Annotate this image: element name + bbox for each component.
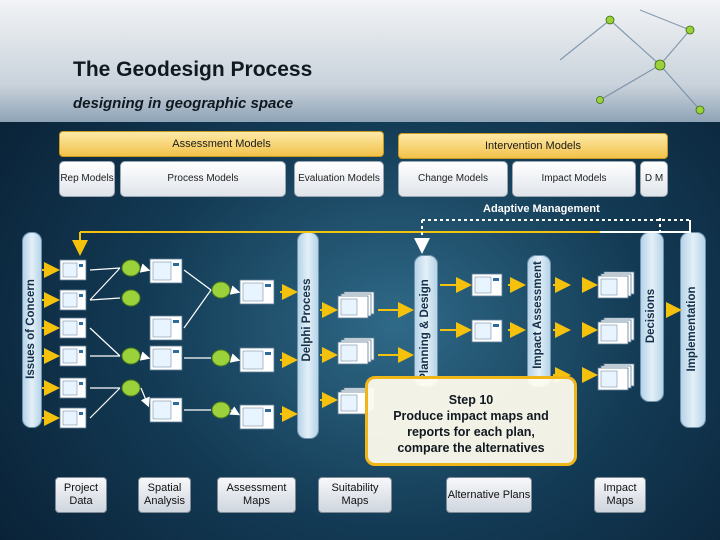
network-graphic bbox=[559, 9, 705, 115]
alternative-plan-maps bbox=[471, 273, 503, 343]
callout-line-2: reports for each plan, bbox=[407, 425, 535, 439]
callout-step: Step 10 bbox=[448, 393, 494, 407]
callout-line-3: compare the alternatives bbox=[397, 441, 545, 455]
suitability-maps bbox=[337, 291, 375, 415]
assessment-maps bbox=[239, 279, 275, 430]
input-arrows bbox=[42, 262, 682, 426]
evaluation-models-box: Evaluation Models bbox=[294, 161, 384, 197]
change-models-box: Change Models bbox=[398, 161, 508, 197]
adaptive-management-loop bbox=[72, 218, 691, 256]
suitability-maps-label: Suitability Maps bbox=[318, 477, 392, 513]
impact-maps-label: Impact Maps bbox=[594, 477, 646, 513]
issues-pill bbox=[22, 232, 42, 428]
page-subtitle: designing in geographic space bbox=[73, 95, 294, 112]
planning-pill bbox=[414, 255, 438, 387]
adaptive-management-label: Adaptive Management bbox=[483, 203, 600, 215]
page-title: The Geodesign Process bbox=[73, 58, 313, 81]
spatial-analysis-maps bbox=[149, 258, 183, 423]
process-nodes bbox=[121, 259, 231, 419]
project-data-maps bbox=[59, 259, 87, 429]
assessment-models-bar: Assessment Models bbox=[59, 131, 384, 157]
dm-models-box: D M bbox=[640, 161, 668, 197]
spatial-analysis-label: Spatial Analysis bbox=[138, 477, 191, 513]
implementation-pill bbox=[680, 232, 706, 428]
rep-models-box: Rep Models bbox=[59, 161, 115, 197]
project-data-label: Project Data bbox=[55, 477, 107, 513]
intervention-models-bar: Intervention Models bbox=[398, 133, 668, 159]
step-callout: Step 10 Produce impact maps and reports … bbox=[365, 376, 577, 466]
impact-maps bbox=[597, 271, 635, 391]
impact-models-box: Impact Models bbox=[512, 161, 636, 197]
analysis-connectors bbox=[89, 263, 241, 419]
process-models-box: Process Models bbox=[120, 161, 286, 197]
impact-assessment-pill bbox=[527, 255, 551, 387]
callout-line-1: Produce impact maps and bbox=[393, 409, 549, 423]
assessment-maps-label: Assessment Maps bbox=[217, 477, 296, 513]
slide-header: The Geodesign Process designing in geogr… bbox=[0, 0, 720, 122]
alternative-plans-label: Alternative Plans bbox=[446, 477, 532, 513]
decisions-pill bbox=[640, 232, 664, 402]
